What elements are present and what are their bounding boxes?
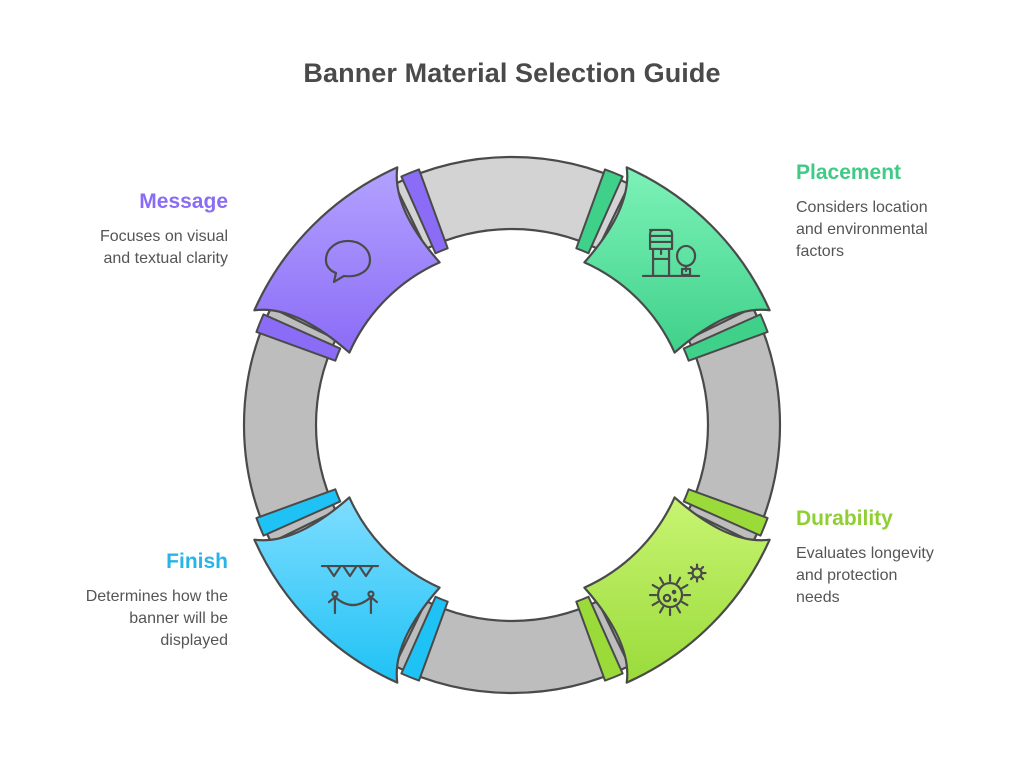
description-line: and textual clarity <box>103 250 228 267</box>
description-line: needs <box>796 589 840 606</box>
band-fold-placement <box>575 168 624 255</box>
band-fold-message <box>255 313 342 362</box>
description-line: Determines how the <box>85 588 228 605</box>
description-line: and protection <box>796 567 898 584</box>
bunting-rope-icon <box>320 564 380 615</box>
speech-bubble-icon <box>324 239 372 284</box>
band-fold-finish <box>255 488 342 537</box>
stage-description-message: Focuses on visual and textual clarity <box>28 226 228 270</box>
stage-heading-placement: Placement <box>796 161 902 184</box>
stage-icons <box>320 228 707 617</box>
description-line: Evaluates longevity <box>796 545 934 562</box>
band-fold-finish <box>400 595 449 682</box>
band-body-durability <box>583 496 771 684</box>
stage-band-placement <box>575 166 771 362</box>
stage-heading-durability: Durability <box>796 507 893 530</box>
band-fold-durability <box>682 488 769 537</box>
description-line: and environmental <box>796 221 928 238</box>
water-tower-tree-icon <box>641 228 701 278</box>
description-line: Focuses on visual <box>99 228 228 245</box>
stage-description-placement: Considers location and environmental fac… <box>796 197 996 263</box>
stage-description-durability: Evaluates longevity and protection needs <box>796 543 996 609</box>
stage-label-durability: Durability Evaluates longevity and prote… <box>796 507 996 609</box>
description-line: factors <box>796 243 845 260</box>
stage-heading-finish: Finish <box>166 550 228 573</box>
description-line: displayed <box>160 632 228 649</box>
stage-bands <box>253 166 771 684</box>
diagram-title: Banner Material Selection Guide <box>303 58 721 88</box>
stage-label-placement: Placement Considers location and environ… <box>796 161 996 263</box>
stage-description-finish: Determines how the banner will be displa… <box>28 586 228 652</box>
stage-label-message: Message Focuses on visual and textual cl… <box>28 190 228 270</box>
stage-band-message <box>253 166 449 362</box>
stage-label-finish: Finish Determines how the banner will be… <box>28 550 228 652</box>
stage-heading-message: Message <box>139 190 228 213</box>
description-line: Considers location <box>796 199 928 216</box>
band-body-finish <box>253 496 441 684</box>
band-fold-message <box>400 168 449 255</box>
stage-band-finish <box>253 488 449 684</box>
band-body-message <box>253 166 441 354</box>
band-fold-durability <box>575 595 624 682</box>
description-line: banner will be <box>129 610 228 627</box>
virus-gear-icon <box>648 563 707 617</box>
band-fold-placement <box>682 313 769 362</box>
stage-band-durability <box>575 488 771 684</box>
